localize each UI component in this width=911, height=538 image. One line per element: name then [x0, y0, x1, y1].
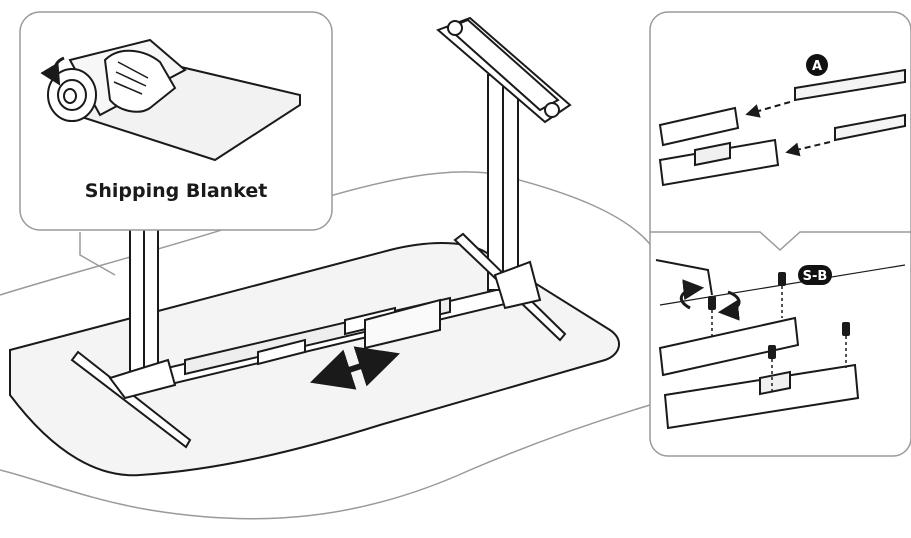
badge-sb: S-B: [798, 265, 832, 285]
beam-detail-top: [658, 68, 906, 187]
badge-a-label: A: [812, 59, 822, 74]
shipping-blanket-panel: [19, 11, 333, 231]
roll-direction-arrow-icon: [40, 56, 65, 86]
left-leg: [70, 227, 192, 449]
hand-graphic: [103, 49, 177, 113]
hex-key-icon: [655, 259, 713, 296]
badge-sb-label: S-B: [803, 269, 828, 284]
beam-detail-bottom: [658, 264, 906, 430]
right-leg: [436, 16, 572, 342]
shipping-blanket-label: Shipping Blanket: [84, 180, 268, 202]
badge-a: A: [806, 54, 828, 76]
screw-guides: [711, 286, 847, 392]
insert-arrows: [745, 101, 831, 157]
slide-arrow-icon: [310, 346, 400, 390]
screws: [708, 272, 850, 359]
rotate-arrow-icon: [679, 279, 741, 321]
frame-crossbeam: [124, 280, 531, 397]
detail-panel: A S-B: [649, 11, 911, 457]
